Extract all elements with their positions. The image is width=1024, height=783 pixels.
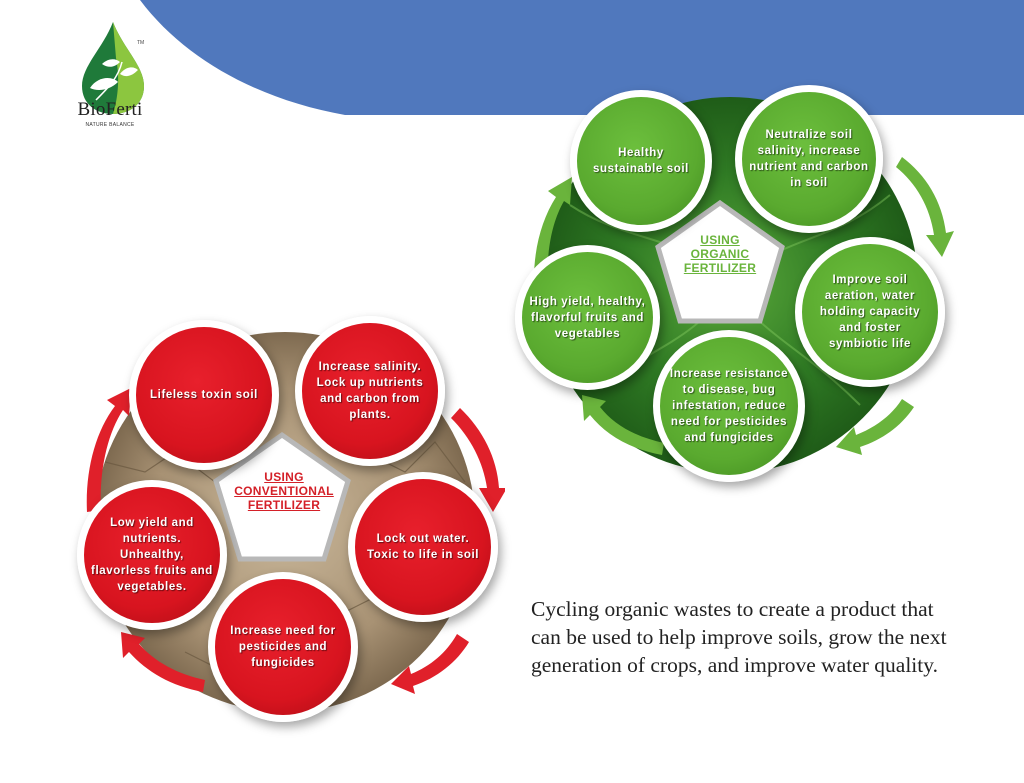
conventional-bubble-increase-salinity: Increase salinity. Lock up nutrients and…: [295, 316, 445, 466]
organic-center-label: USING ORGANIC FERTILIZER: [670, 233, 770, 275]
conventional-bubble-low-yield: Low yield and nutrients. Unhealthy, flav…: [77, 480, 227, 630]
bubble-text: Increase salinity. Lock up nutrients and…: [316, 361, 424, 421]
center-label-line: FERTILIZER: [247, 498, 321, 512]
center-label-line: CONVENTIONAL: [234, 484, 334, 498]
brand-tagline: NATURE BALANCE: [85, 122, 135, 128]
center-label-line: USING: [700, 233, 740, 247]
center-label-line: FERTILIZER: [683, 261, 757, 275]
bubble-text: Healthy sustainable soil: [593, 147, 689, 175]
bubble-text: Increase need for pesticides and fungici…: [230, 625, 336, 669]
center-pentagon: [213, 431, 351, 562]
organic-bubble-improve-aeration: Improve soil aeration, water holding cap…: [795, 237, 945, 387]
organic-cycle-diagram: USING ORGANIC FERTILIZER Healthy sustain…: [510, 85, 960, 485]
center-pentagon: [655, 199, 785, 324]
bubble-text: Neutralize soil salinity, increase nutri…: [749, 129, 869, 189]
organic-bubble-healthy-soil: Healthy sustainable soil: [570, 90, 712, 232]
caption-text: Cycling organic wastes to create a produ…: [531, 597, 947, 677]
bubble-text: Increase resistance to disease, bug infe…: [669, 368, 789, 444]
organic-bubble-disease-resistance: Increase resistance to disease, bug infe…: [653, 330, 805, 482]
bubble-text: Low yield and nutrients. Unhealthy, flav…: [91, 517, 213, 593]
cycle-arrows: [86, 388, 505, 694]
conventional-center-label: USING CONVENTIONAL FERTILIZER: [220, 470, 348, 512]
brand-name: BioFerti: [77, 99, 143, 120]
conventional-bubble-lock-out-water: Lock out water. Toxic to life in soil: [348, 472, 498, 622]
center-label-line: ORGANIC: [690, 247, 750, 261]
leaf-drop-icon: [82, 22, 144, 114]
bubble-text: High yield, healthy, flavorful fruits an…: [529, 295, 646, 340]
center-label-line: USING: [264, 470, 304, 484]
organic-bubble-neutralize-salinity: Neutralize soil salinity, increase nutri…: [735, 85, 883, 233]
conventional-bubble-lifeless-soil: Lifeless toxin soil: [129, 320, 279, 470]
organic-bubble-high-yield: High yield, healthy, flavorful fruits an…: [515, 245, 660, 390]
bubble-text: Lifeless toxin soil: [150, 389, 258, 401]
conventional-cycle-diagram: USING CONVENTIONAL FERTILIZER Lifeless t…: [65, 312, 505, 732]
bubble-text: Improve soil aeration, water holding cap…: [819, 274, 921, 350]
trademark-mark: TM: [137, 40, 145, 46]
bubble-text: Lock out water. Toxic to life in soil: [366, 533, 480, 561]
conventional-bubble-pesticides-need: Increase need for pesticides and fungici…: [208, 572, 358, 722]
